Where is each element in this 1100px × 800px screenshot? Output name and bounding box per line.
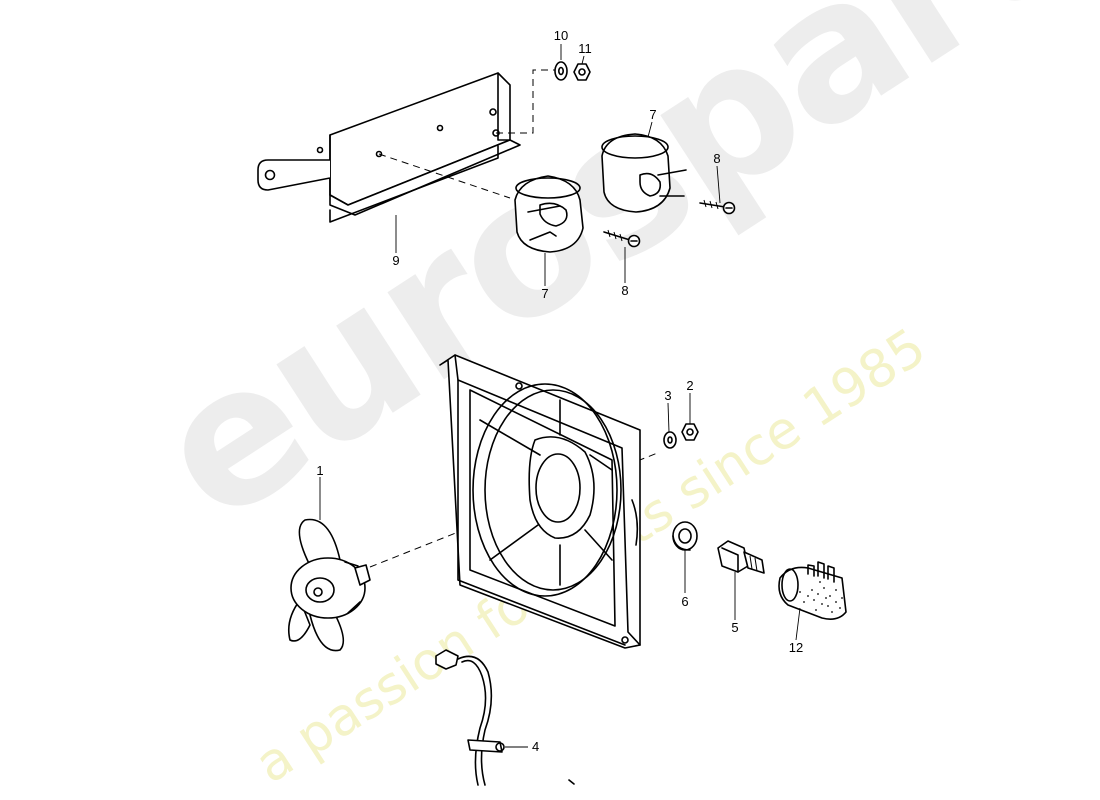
callout-12: 12	[789, 640, 803, 655]
callout-2: 2	[686, 378, 693, 393]
callout-1: 1	[316, 463, 323, 478]
callout-11: 11	[578, 41, 592, 56]
fan-shroud[interactable]	[439, 354, 641, 649]
nut-part-11[interactable]	[573, 63, 591, 81]
rubber-mount-part-7-lower[interactable]	[514, 175, 584, 253]
wiring-harness-part-4[interactable]	[435, 649, 505, 786]
connector-part-12[interactable]	[778, 561, 847, 620]
callout-10: 10	[554, 28, 568, 43]
callout-8-lower: 8	[621, 283, 628, 298]
mounting-bracket-part-9[interactable]	[257, 72, 521, 223]
leader-lines	[319, 44, 801, 748]
callout-3: 3	[664, 388, 671, 403]
screw-part-8-upper[interactable]	[699, 199, 736, 215]
callout-8-upper: 8	[713, 151, 720, 166]
callout-9: 9	[392, 253, 399, 268]
stray-mark	[568, 779, 575, 785]
nut-part-2[interactable]	[681, 423, 699, 441]
temperature-switch-part-5[interactable]	[717, 540, 765, 574]
callout-5: 5	[731, 620, 738, 635]
washer-part-10[interactable]	[554, 61, 568, 81]
washer-part-3[interactable]	[663, 431, 677, 449]
callout-7-lower: 7	[541, 286, 548, 301]
callout-6: 6	[681, 594, 688, 609]
grommet-part-6[interactable]	[672, 521, 698, 551]
rubber-mount-part-7-upper[interactable]	[601, 133, 687, 213]
callout-4: 4	[532, 739, 539, 754]
callout-7-upper: 7	[649, 107, 656, 122]
screw-part-8-lower[interactable]	[603, 229, 641, 248]
fan-assembly-part-1[interactable]	[287, 518, 371, 652]
